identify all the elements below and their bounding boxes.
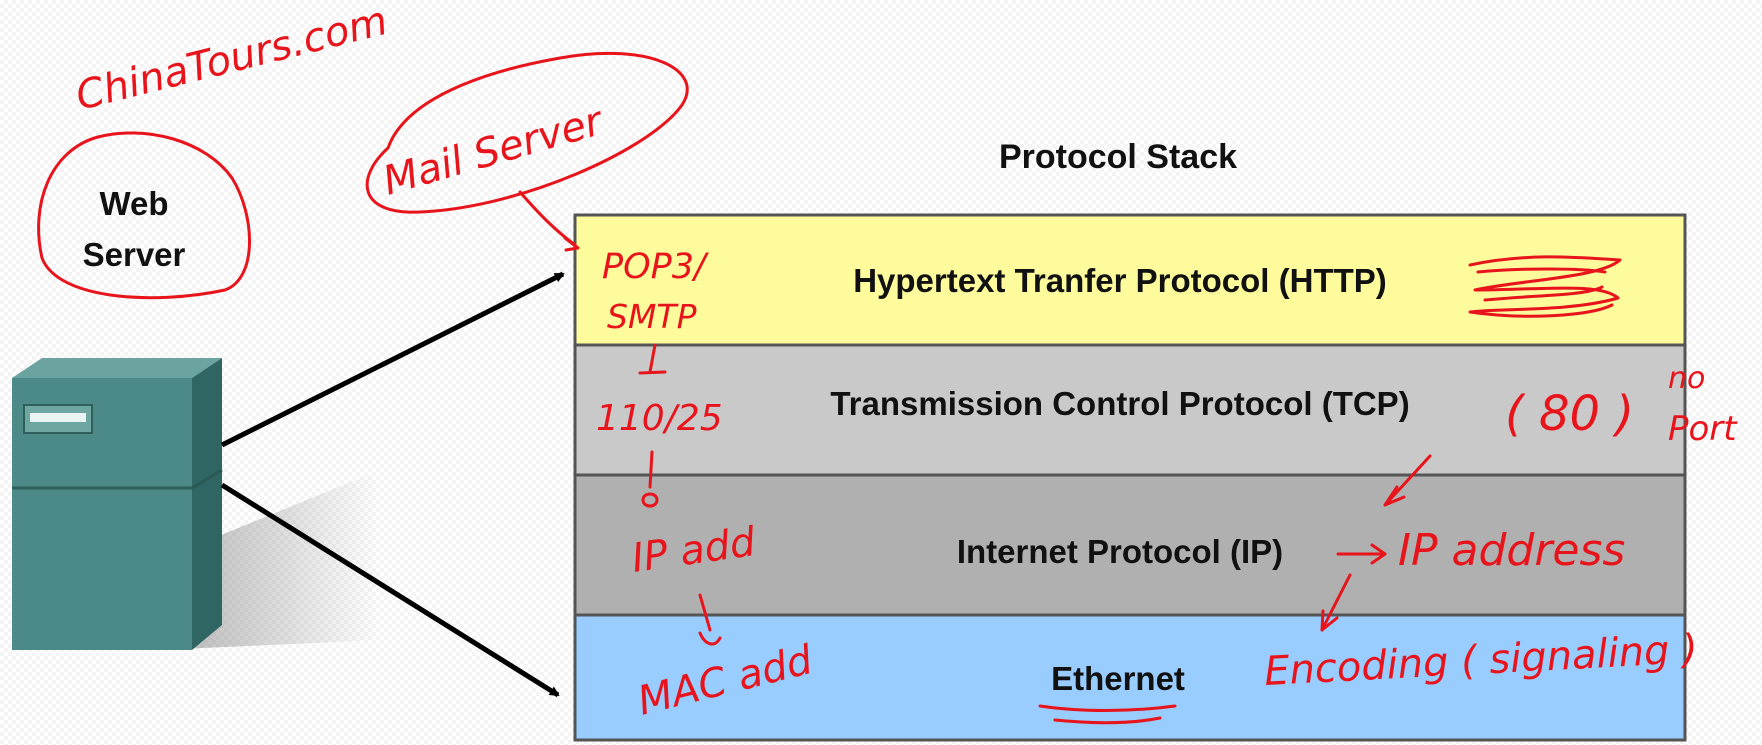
mail-server-pointer (518, 190, 580, 252)
layer-http-label: Hypertext Tranfer Protocol (HTTP) (853, 262, 1387, 299)
annotation-no-port-line2: Port (1668, 409, 1738, 449)
web-server-label-line2: Server (83, 236, 186, 273)
diagram-title: Protocol Stack (999, 138, 1237, 176)
annotation-app-protocols-line1: POP3/ (602, 247, 709, 287)
connector-ports-to-ip (641, 450, 659, 508)
arrow-port-to-ip (1383, 454, 1432, 507)
layer-ethernet-box (573, 613, 1687, 742)
http-scribble (1468, 255, 1622, 318)
web-server-circle (37, 131, 251, 300)
annotation-no-port-line1: no (1668, 361, 1705, 396)
layer-tcp-label: Transmission Control Protocol (TCP) (830, 385, 1409, 422)
layer-tcp-box (573, 343, 1687, 477)
protocol-stack: Hypertext Tranfer Protocol (HTTP) Transm… (573, 213, 1687, 742)
annotation-site: ChinaTours.com (71, 0, 392, 120)
arrow-ip-to-ipaddress (1336, 543, 1387, 565)
server-icon (12, 358, 223, 650)
layer-ip-box (573, 473, 1687, 617)
annotation-port-80: ( 80 ) (1505, 386, 1634, 442)
annotation-app-protocols-line2: SMTP (607, 297, 697, 336)
annotation-ports: 110/25 (596, 398, 723, 439)
annotation-ip-address: IP address (1398, 525, 1625, 576)
connector-app-to-ports (638, 343, 667, 375)
layer-http-box (573, 213, 1687, 347)
connector-ip-to-mac (698, 593, 722, 646)
arrow-to-http (220, 271, 565, 448)
web-server-label-line1: Web (99, 185, 168, 222)
arrow-to-ethernet (220, 482, 560, 698)
layer-ethernet-label: Ethernet (1051, 660, 1185, 697)
layer-ip-label: Internet Protocol (IP) (957, 533, 1283, 570)
arrow-ipaddress-to-encoding (1320, 573, 1352, 632)
mail-server-circle (365, 51, 689, 214)
ethernet-underline (1038, 704, 1177, 725)
